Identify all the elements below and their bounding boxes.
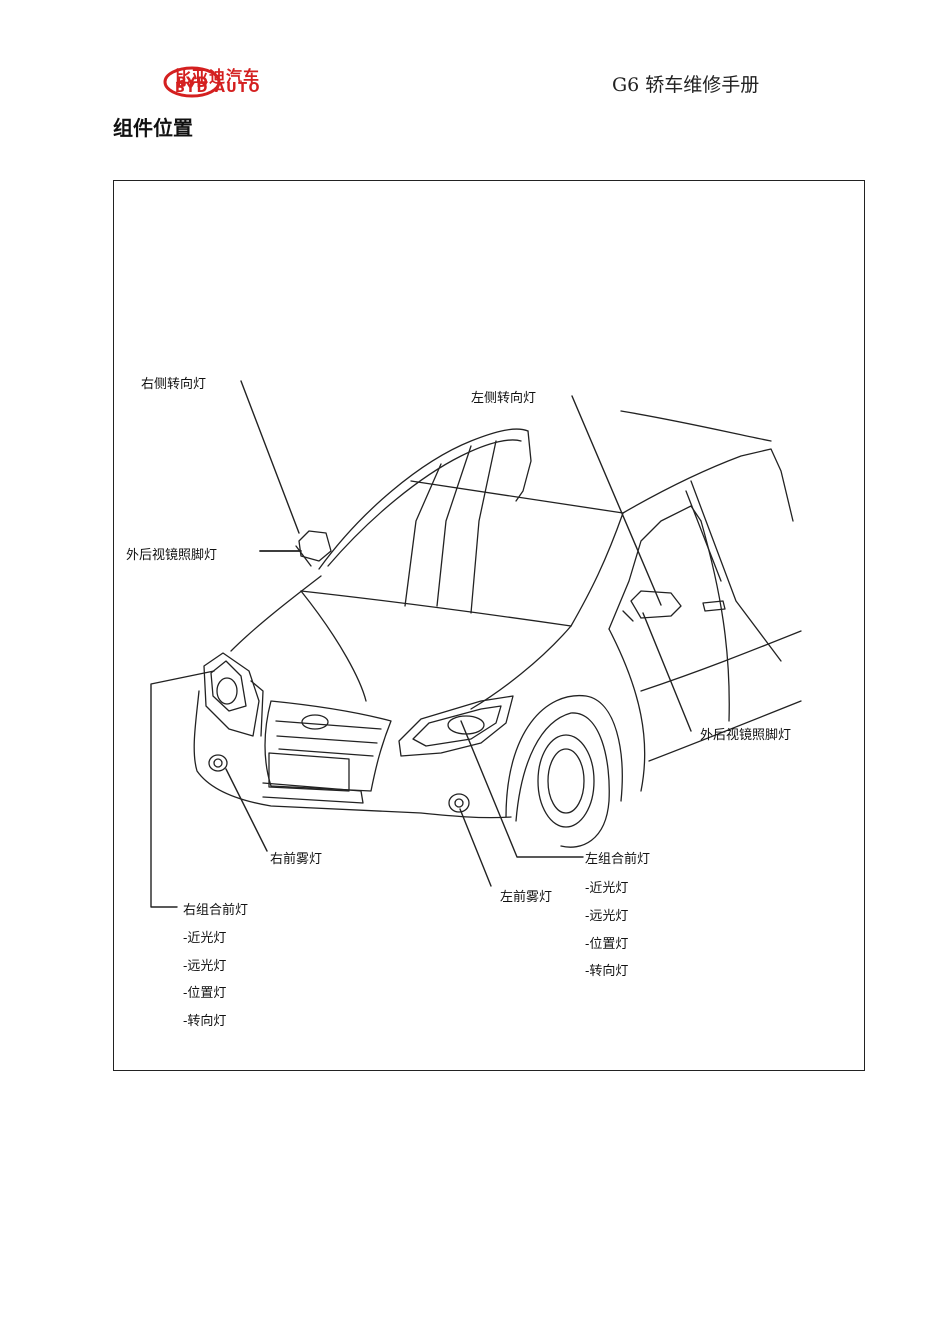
label-right-mirror-puddle-lamp: 外后视镜照脚灯	[126, 548, 218, 563]
manual-title: G6 轿车维修手册	[612, 74, 760, 96]
label-right-fog-lamp: 右前雾灯	[270, 852, 323, 867]
label-left-mirror-puddle-lamp: 外后视镜照脚灯	[700, 728, 792, 743]
label-left-fog-lamp: 左前雾灯	[500, 890, 553, 905]
brand-name-en: BYD AUTO	[175, 81, 262, 96]
right-headlamp-part: -位置灯	[183, 986, 227, 1001]
component-location-figure: 右侧转向灯 左侧转向灯 外后视镜照脚灯 外后视镜照脚灯 右前雾灯 左组合前灯 左…	[113, 180, 865, 1071]
page-title: 组件位置	[113, 116, 193, 140]
byd-logo: BYD	[163, 66, 221, 98]
car-illustration	[150, 380, 802, 908]
label-right-headlamp: 右组合前灯	[183, 903, 249, 918]
left-headlamp-part: -转向灯	[585, 964, 629, 979]
left-headlamp-part: -远光灯	[585, 909, 629, 924]
right-headlamp-part: -转向灯	[183, 1014, 227, 1029]
left-headlamp-part: -近光灯	[585, 881, 629, 896]
left-headlamp-part: -位置灯	[585, 937, 629, 952]
right-headlamp-part: -近光灯	[183, 931, 227, 946]
brand-name-cn: 比亚迪汽车	[175, 67, 261, 86]
svg-text:BYD: BYD	[176, 75, 208, 91]
label-left-side-turn-lamp: 左侧转向灯	[471, 391, 537, 406]
label-left-headlamp: 左组合前灯	[585, 852, 651, 867]
label-right-side-turn-lamp: 右侧转向灯	[141, 377, 207, 392]
right-headlamp-part: -远光灯	[183, 959, 227, 974]
